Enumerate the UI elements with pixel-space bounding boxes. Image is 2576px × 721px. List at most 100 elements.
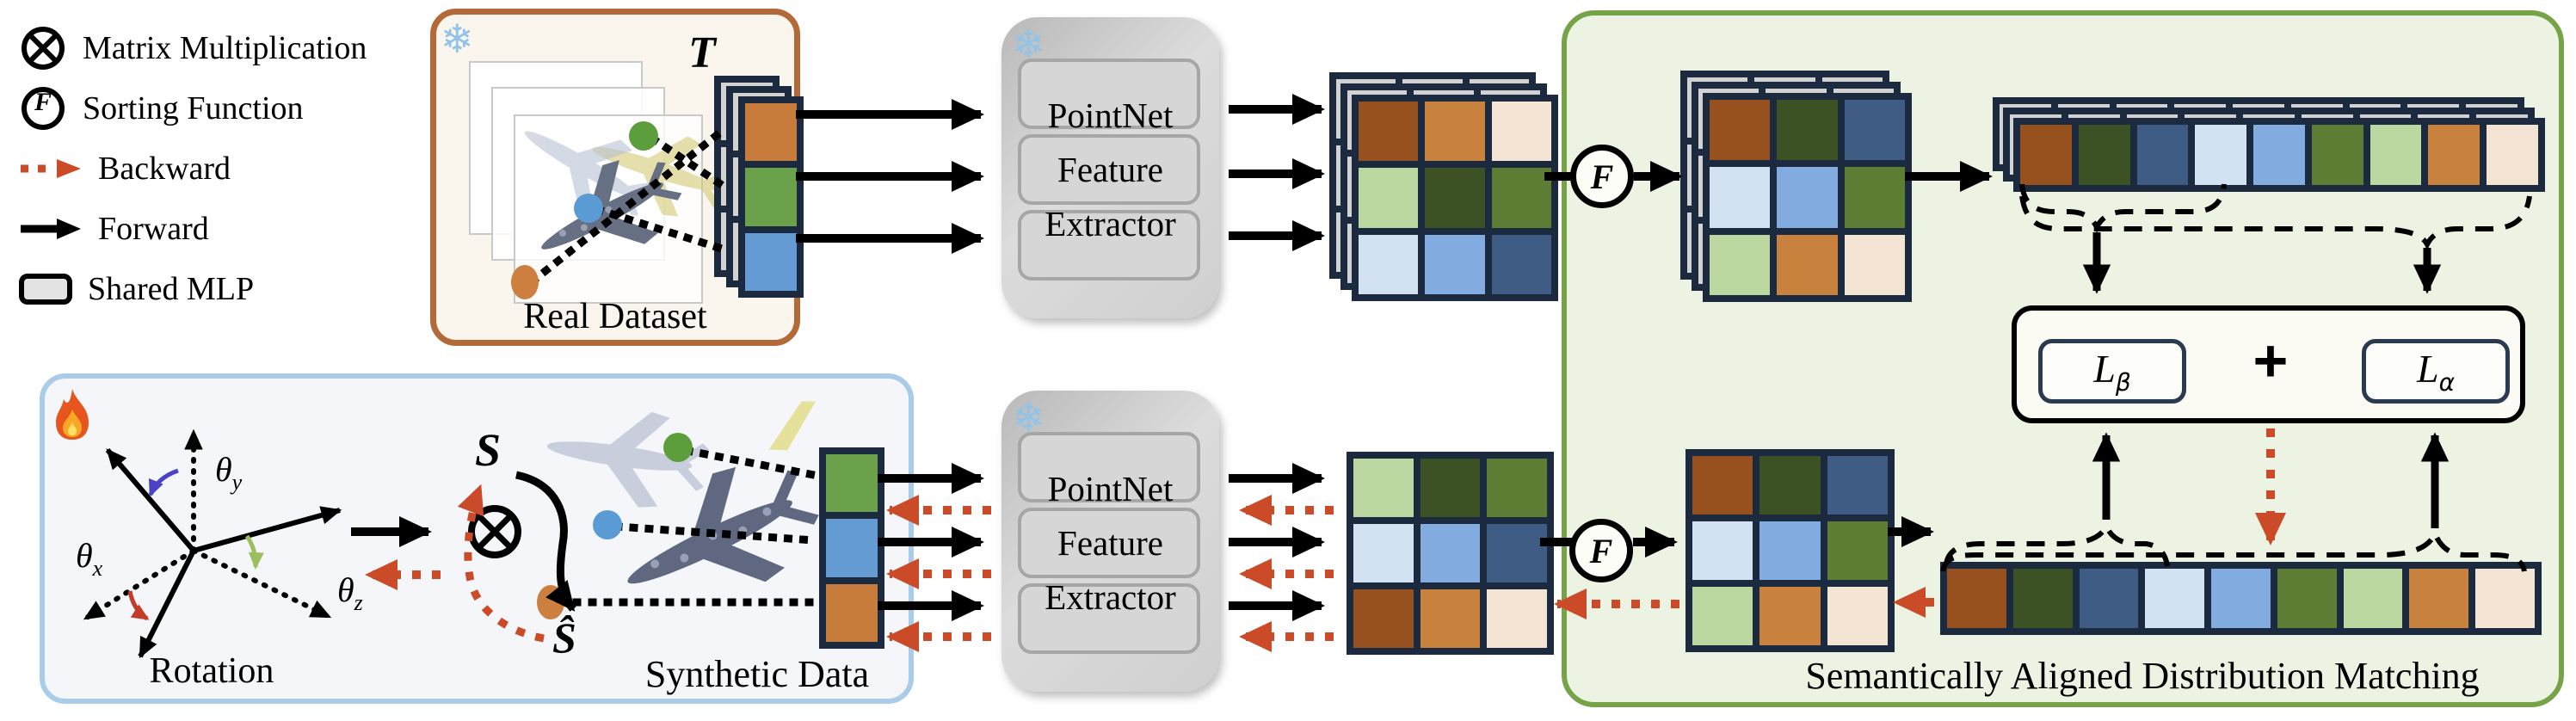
pointnet-label-line2: Feature	[1057, 523, 1163, 563]
legend-label: Backward	[98, 151, 231, 187]
yellow-wing-fragment	[768, 401, 816, 451]
trainable-fire-icon	[50, 387, 95, 442]
pointnet-feature-extractor-bottom: PointNet Feature Extractor	[1001, 391, 1219, 692]
sorting-function-node-top: F	[1570, 145, 1634, 208]
feature-cell	[1359, 234, 1419, 294]
synthetic-data-label: Synthetic Data	[644, 653, 870, 695]
synthetic-feature-grid	[1347, 452, 1554, 655]
legend-label: Forward	[98, 211, 209, 247]
feature-cell	[2311, 125, 2363, 185]
real-feature-column	[738, 96, 804, 298]
feature-cell	[1777, 167, 1838, 228]
feature-cell	[1420, 524, 1481, 582]
arrows-pointnet-to-grid-bottom	[1229, 463, 1334, 652]
frozen-snowflake-icon: ❄	[1012, 394, 1045, 441]
legend-item-shared-mlp: Shared MLP	[19, 265, 367, 313]
rotation-label: Rotation	[149, 651, 274, 691]
rotated-pointcloud-symbol: Ŝ	[552, 613, 576, 662]
shared-mlp-icon	[19, 274, 72, 305]
feature-cell	[1710, 234, 1771, 295]
theta-z-label: θz	[337, 570, 363, 615]
feature-cell	[1487, 589, 1547, 648]
legend-item-matrix-multiplication: Matrix Multiplication	[19, 24, 367, 72]
feature-cell	[2078, 125, 2130, 185]
real-dataset-symbol: T	[688, 28, 716, 77]
real-feature-grid	[1352, 95, 1558, 301]
feature-cell	[2145, 569, 2205, 628]
feature-cell	[1491, 234, 1551, 294]
synthetic-feature-column	[819, 447, 884, 649]
feature-cell	[1425, 234, 1485, 294]
feature-cell	[1353, 459, 1414, 517]
frozen-snowflake-icon: ❄	[441, 15, 474, 62]
feature-cell	[826, 454, 878, 513]
feature-cell	[1947, 569, 2006, 628]
loss-beta-box: Lβ	[2038, 339, 2186, 404]
feature-cell	[1844, 234, 1905, 295]
theta-x-label: θx	[76, 536, 103, 581]
pointnet-feature-extractor-top: PointNet Feature Extractor	[1001, 17, 1219, 318]
forward-arrow-icon	[19, 218, 83, 240]
feature-cell	[1827, 587, 1888, 645]
shared-mlp-block	[1018, 59, 1200, 129]
legend: Matrix Multiplication F Sorting Function…	[19, 24, 367, 325]
feature-cell	[2012, 569, 2073, 628]
feature-cell	[2409, 569, 2469, 628]
real-feature-row	[2013, 118, 2545, 192]
feature-cell	[1353, 524, 1414, 582]
shared-mlp-block	[1018, 508, 1200, 578]
feature-cell	[2195, 125, 2247, 185]
feature-cell	[1487, 524, 1547, 582]
legend-label: Sorting Function	[83, 90, 304, 126]
feature-cell	[1487, 459, 1547, 517]
feature-cell	[1359, 102, 1419, 162]
feature-cell	[1692, 587, 1753, 645]
legend-label: Matrix Multiplication	[83, 30, 367, 66]
feature-cell	[2020, 125, 2072, 185]
ghost-airplane	[546, 411, 710, 508]
loss-alpha-box: Lα	[2362, 339, 2510, 404]
feature-cell	[2211, 569, 2271, 628]
feature-cell	[1844, 167, 1905, 228]
pointnet-label-line1: PointNet	[1047, 96, 1174, 135]
feature-cell	[1692, 456, 1753, 515]
feature-cell	[2343, 569, 2403, 628]
feature-cell	[745, 168, 797, 226]
legend-item-backward: Backward	[19, 145, 367, 193]
feature-cell	[1420, 589, 1481, 648]
feature-cell	[1353, 589, 1414, 648]
forward-arrows-real-to-pointnet	[796, 99, 984, 255]
plus-sign: +	[2252, 327, 2289, 394]
real-pointcloud-frames	[465, 57, 749, 315]
sadm-caption: Semantically Aligned Distribution Matchi…	[1805, 655, 2480, 697]
feature-cell	[2136, 125, 2189, 185]
feature-cell	[1710, 100, 1771, 161]
feature-cell	[826, 519, 878, 577]
backward-arrow-icon	[19, 157, 83, 180]
matrix-multiplication-icon	[19, 24, 67, 72]
feature-cell	[2079, 569, 2139, 628]
synthetic-feature-row	[1940, 562, 2542, 635]
feature-cell	[2487, 125, 2538, 185]
sorted-real-grid	[1703, 93, 1912, 302]
feature-cell	[826, 583, 878, 642]
pointnet-label-line3: Extractor	[1045, 577, 1176, 617]
feature-cell	[1827, 456, 1888, 515]
feature-cell	[1425, 102, 1485, 162]
feature-cell	[1359, 168, 1419, 228]
feature-cell	[1777, 100, 1838, 161]
feature-cell	[1777, 234, 1838, 295]
shared-mlp-block	[1018, 583, 1200, 654]
feature-cell	[2277, 569, 2337, 628]
main-airplane	[627, 466, 819, 584]
feature-cell	[1692, 521, 1753, 580]
sorted-synthetic-grid	[1685, 449, 1895, 652]
shared-mlp-block	[1018, 210, 1200, 280]
feature-cell	[2475, 569, 2535, 628]
loss-container: Lβ Lα +	[2012, 305, 2525, 423]
feature-cell	[1420, 459, 1481, 517]
pointnet-label-line2: Feature	[1057, 150, 1163, 189]
frozen-snowflake-icon: ❄	[1012, 21, 1045, 67]
sorting-function-node-bottom: F	[1569, 519, 1633, 582]
